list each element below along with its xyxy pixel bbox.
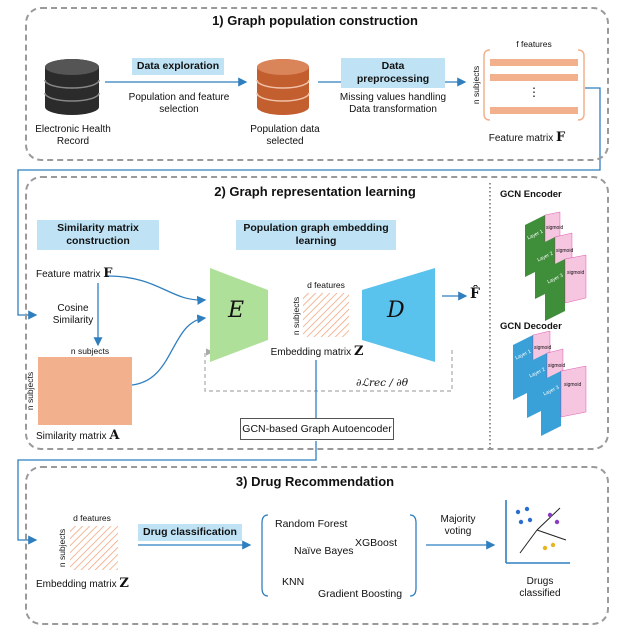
feature-matrix-symbol-1: F (556, 130, 566, 145)
enc-sigmoid-2: sigmoid (556, 248, 574, 254)
embedding-learning-tag: Population graph embedding learning (236, 220, 396, 250)
dec-sigmoid-1: sigmoid (534, 345, 552, 351)
loss-feedback-path (204, 348, 453, 392)
panel-drug-recommendation (25, 466, 609, 625)
preprocessing-description-2: Data transformation (349, 104, 437, 115)
gcn-decoder-title: GCN Decoder (500, 321, 562, 332)
gcn-decoder-layers (513, 330, 587, 436)
similarity-construction-tag: Similarity matrix construction (37, 220, 159, 250)
classifier-random-forest: Random Forest (275, 518, 348, 530)
data-exploration-tag: Data exploration (132, 58, 224, 75)
exploration-description: Population and feature selection (128, 92, 230, 115)
gcn-encoder-title: GCN Encoder (500, 189, 562, 200)
panel-graph-representation (25, 176, 609, 450)
ehr-label: Electronic Health Record (35, 124, 111, 147)
arrow-similarity-to-encoder (131, 314, 207, 386)
decoder-symbol: D (387, 298, 405, 323)
d-features-label-2: d features (307, 280, 345, 290)
decoder-shape (362, 268, 435, 362)
gae-label-box: GCN-based Graph Autoencoder (240, 418, 394, 440)
cosine-similarity-label: Cosine Similarity (52, 303, 94, 326)
dec-sigmoid-3: sigmoid (564, 382, 582, 388)
classifier-xgboost: XGBoost (355, 537, 398, 549)
dec-sigmoid-2: sigmoid (548, 363, 566, 369)
embedding-matrix-text-2: Embedding matrix (270, 347, 352, 358)
embedding-matrix-symbol-3: Z (119, 576, 129, 591)
classifier-bracket-left (261, 514, 269, 597)
gcn-encoder-layers (525, 211, 587, 321)
section2-title: 2) Graph representation learning (214, 184, 416, 199)
feature-matrix-text-1: Feature matrix (488, 133, 554, 144)
connector-1-to-2 (17, 87, 601, 320)
embedding-matrix-text-3: Embedding matrix (36, 579, 117, 590)
similarity-matrix-symbol: A (109, 428, 120, 443)
reconstructed-feature-symbol: F̂ (470, 286, 480, 302)
feature-matrix-symbol-2: F (103, 266, 113, 281)
embedding-matrix-label-3: Embedding matrix Z (36, 576, 156, 591)
n-subjects-label-3: n subjects (57, 528, 67, 568)
n-subjects-top: n subjects (70, 346, 110, 356)
encoder-symbol: E (228, 298, 245, 323)
majority-voting-label: Majority voting (440, 514, 476, 537)
feature-matrix-label-1: Feature matrix F (472, 130, 582, 145)
feature-matrix-icon (483, 49, 585, 121)
ehr-database-icon (44, 59, 100, 115)
classifier-knn: KNN (282, 576, 305, 588)
preprocessing-description-1: Missing values handling (339, 92, 447, 103)
section1-title: 1) Graph population construction (212, 13, 418, 28)
feature-matrix-label-2: Feature matrix F (36, 266, 116, 281)
arrow-feature-to-encoder (106, 275, 207, 305)
section3-title: 3) Drug Recommendation (235, 474, 395, 489)
ellipsis-rows: ⋮ (528, 85, 540, 99)
enc-sigmoid-1: sigmoid (546, 225, 564, 231)
d-features-label-3: d features (73, 513, 111, 523)
embedding-matrix-shape-3 (70, 526, 118, 570)
n-subjects-side: n subjects (25, 371, 35, 411)
embedding-matrix-shape (303, 293, 349, 337)
classifier-gradient-boosting: Gradient Boosting (318, 588, 403, 600)
embedding-matrix-label-2: Embedding matrix Z (262, 344, 372, 359)
classifier-naive-bayes: Naïve Bayes (294, 545, 354, 557)
panel-graph-population (25, 7, 609, 161)
f-features-label: f features (516, 39, 552, 49)
population-data-label: Population data selected (250, 124, 320, 147)
connector-2-to-3 (17, 441, 317, 545)
encoder-shape (210, 268, 268, 362)
similarity-matrix-text: Similarity matrix (36, 431, 107, 442)
data-preprocessing-tag: Data preprocessing (341, 58, 445, 88)
drugs-classified-label: Drugs classified (519, 576, 561, 599)
n-subjects-label-1: n subjects (471, 65, 481, 105)
classifier-bracket-right (409, 514, 417, 597)
similarity-matrix-shape (38, 357, 132, 425)
enc-sigmoid-3: sigmoid (567, 270, 585, 276)
embedding-matrix-symbol-2: Z (353, 344, 364, 359)
feature-matrix-text-2: Feature matrix (36, 269, 101, 280)
similarity-matrix-label: Similarity matrix A (36, 428, 146, 443)
classified-scatter-icon (505, 500, 570, 564)
loss-gradient-label: ∂ℒrec / ∂θ (355, 377, 409, 389)
population-database-icon (256, 59, 310, 115)
drug-classification-tag: Drug classification (138, 524, 242, 541)
n-subjects-embed: n subjects (291, 296, 301, 336)
